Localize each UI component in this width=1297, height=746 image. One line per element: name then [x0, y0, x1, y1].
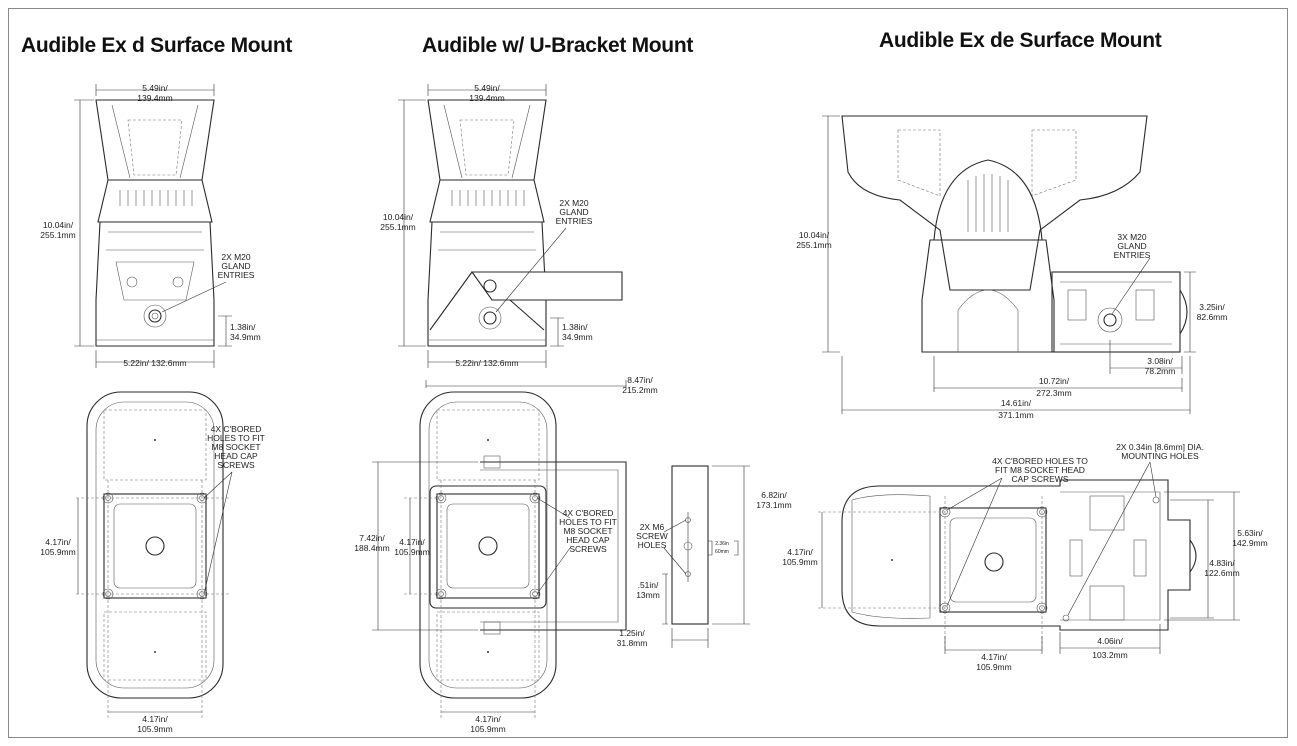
- dimension-label: SCREW: [636, 531, 668, 541]
- dimension-label: GLAND: [221, 261, 250, 271]
- dimension-label: GLAND: [559, 207, 588, 217]
- dimension-label: 4X C'BORED: [211, 424, 262, 434]
- dimension-label: 5.49in/: [142, 83, 168, 93]
- dimension-label: 10.04in/: [383, 212, 414, 222]
- exde-bottom-view: 4X C'BORED HOLES TO FIT M8 SOCKET HEAD C…: [782, 442, 1267, 672]
- dimension-label: SCREWS: [569, 544, 607, 554]
- dimension-label: 5.63in/: [1237, 528, 1263, 538]
- dimension-label: 8.47in/: [627, 375, 653, 385]
- dimension-label: 3X M20: [1117, 232, 1147, 242]
- dimension-label: 10.72in/: [1039, 376, 1070, 386]
- dimension-label: 5.22in/ 132.6mm: [123, 358, 186, 368]
- dimension-label: SCREWS: [217, 460, 255, 470]
- dimension-label: HOLES TO FIT: [207, 433, 265, 443]
- dimension-label: 255.1mm: [380, 222, 415, 232]
- title-u-bracket-mount: Audible w/ U-Bracket Mount: [422, 34, 694, 57]
- dimension-label: 105.9mm: [976, 662, 1011, 672]
- dimension-label: 31.8mm: [617, 638, 648, 648]
- dimension-label: 4.17in/: [399, 537, 425, 547]
- dimension-label: 255.1mm: [40, 230, 75, 240]
- dimension-label: ENTRIES: [218, 270, 255, 280]
- dimension-label: MOUNTING HOLES: [1121, 451, 1199, 461]
- dimension-label: 13mm: [636, 590, 660, 600]
- dimension-label: 2X M20: [221, 252, 251, 262]
- dimension-label: .51in/: [638, 580, 659, 590]
- dimension-label: 78.2mm: [1145, 366, 1176, 376]
- dimension-label: HOLES: [638, 540, 667, 550]
- dimension-label: M8 SOCKET: [563, 526, 612, 536]
- dimension-label: FIT M8 SOCKET HEAD: [995, 465, 1085, 475]
- dimension-label: 10.04in/: [799, 230, 830, 240]
- dimension-label: 4X C'BORED HOLES TO: [992, 456, 1088, 466]
- dimension-label: 4.17in/: [787, 547, 813, 557]
- dimension-label: 105.9mm: [470, 724, 505, 734]
- dimension-label: CAP SCREWS: [1012, 474, 1069, 484]
- dimension-label: 142.9mm: [1232, 538, 1267, 548]
- dimension-label: 1.38in/: [230, 322, 256, 332]
- dimension-label: 105.9mm: [40, 547, 75, 557]
- dimension-label: 105.9mm: [782, 557, 817, 567]
- dimension-label: 4.17in/: [475, 714, 501, 724]
- dimension-label: 139.4mm: [137, 93, 172, 103]
- dimension-label: 1.38in/: [562, 322, 588, 332]
- dimension-label: 4.83in/: [1209, 558, 1235, 568]
- dimension-label: 4.06in/: [1097, 636, 1123, 646]
- dimension-label: 122.6mm: [1204, 568, 1239, 578]
- dimension-label: M8 SOCKET: [211, 442, 260, 452]
- dimension-label: 105.9mm: [137, 724, 172, 734]
- dimension-label: 2.36in: [715, 541, 729, 547]
- exde-side-view: 3X M20 GLAND ENTRIES 10.04in/ 255.1mm 3.…: [796, 115, 1228, 420]
- dimension-label: 82.6mm: [1197, 312, 1228, 322]
- dimension-label: 3.25in/: [1199, 302, 1225, 312]
- dimension-label: 3.08in/: [1147, 356, 1173, 366]
- dimension-label: 173.1mm: [756, 500, 791, 510]
- exd-bottom-view: 4X C'BORED HOLES TO FIT M8 SOCKET HEAD C…: [40, 391, 265, 734]
- dimension-label: 10.04in/: [43, 220, 74, 230]
- dimension-label: 34.9mm: [562, 332, 593, 342]
- dimension-label: 34.9mm: [230, 332, 261, 342]
- drawing-frame: [8, 8, 1288, 738]
- dimension-label: 4.17in/: [142, 714, 168, 724]
- dimension-label: GLAND: [1117, 241, 1146, 251]
- dimension-label: 1.25in/: [619, 628, 645, 638]
- dimension-label: 6.82in/: [761, 490, 787, 500]
- dimension-label: ENTRIES: [1114, 250, 1151, 260]
- dimension-label: 5.22in/ 132.6mm: [455, 358, 518, 368]
- dimension-label: HOLES TO FIT: [559, 517, 617, 527]
- dimension-label: 5.49in/: [474, 83, 500, 93]
- ubracket-bottom-view: 8.47in/ 215.2mm 7.42in/ 188.4mm 4.17in/ …: [354, 375, 791, 734]
- dimension-label: 255.1mm: [796, 240, 831, 250]
- dimension-label: 14.61in/: [1001, 398, 1032, 408]
- dimension-label: 103.2mm: [1092, 650, 1127, 660]
- title-exd-surface-mount: Audible Ex d Surface Mount: [21, 34, 293, 57]
- dimension-label: 215.2mm: [622, 385, 657, 395]
- dimension-label: 4.17in/: [45, 537, 71, 547]
- dimension-label: 188.4mm: [354, 543, 389, 553]
- exd-side-view: 5.49in/ 139.4mm 10.04in/ 255.1mm 2X M20 …: [40, 83, 261, 368]
- dimension-label: 2X M6: [640, 522, 665, 532]
- dimension-label: 105.9mm: [394, 547, 429, 557]
- dimension-label: ENTRIES: [556, 216, 593, 226]
- dimension-label: 2X 0.34in [8.6mm] DIA.: [1116, 442, 1204, 452]
- dimension-label: 4X C'BORED: [563, 508, 614, 518]
- dimension-label: 4.17in/: [981, 652, 1007, 662]
- dimension-label: HEAD CAP: [566, 535, 610, 545]
- dimension-label: 60mm: [715, 549, 729, 555]
- dimension-label: 2X M20: [559, 198, 589, 208]
- dimension-label: 272.3mm: [1036, 388, 1071, 398]
- dimension-label: 371.1mm: [998, 410, 1033, 420]
- ubracket-side-view: 5.49in/ 139.4mm 10.04in/ 255.1mm 2X M20 …: [380, 83, 623, 368]
- title-exde-surface-mount: Audible Ex de Surface Mount: [879, 29, 1162, 52]
- dimension-label: 7.42in/: [359, 533, 385, 543]
- dimension-label: 139.4mm: [469, 93, 504, 103]
- dimension-label: HEAD CAP: [214, 451, 258, 461]
